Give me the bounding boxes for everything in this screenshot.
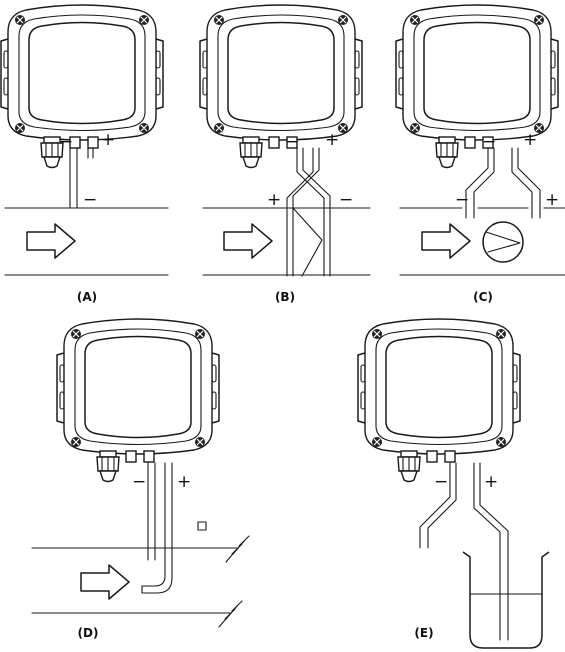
- small-square-marker: [197, 521, 207, 531]
- break-mark-top-2: [225, 543, 243, 563]
- port-plus-label: +: [523, 130, 537, 150]
- panel-b: − + + − (B): [199, 4, 371, 304]
- break-mark-bottom-2: [218, 608, 236, 628]
- port-plus-label: +: [484, 472, 498, 492]
- probe-tube-plus-stub: [87, 147, 94, 159]
- port-minus-label: −: [482, 132, 496, 152]
- tube-plus-b: [292, 147, 320, 277]
- pressure-minus-label: −: [339, 190, 353, 210]
- panel-d: − + (D): [31, 318, 250, 640]
- caption-a: (A): [77, 290, 97, 304]
- port-minus-label: −: [434, 472, 448, 492]
- pressure-minus-label: −: [83, 190, 97, 210]
- caption-d: (D): [78, 626, 99, 640]
- panel-e: − + (E): [357, 318, 550, 649]
- pressure-plus-label: +: [545, 190, 559, 210]
- liquid-container: [462, 551, 550, 649]
- caption-b: (B): [275, 290, 295, 304]
- caption-c: (C): [473, 290, 493, 304]
- pressure-minus-label: −: [455, 190, 469, 210]
- tube-plus-bent-b: [141, 462, 173, 594]
- airflow-arrow: [421, 223, 471, 259]
- caption-e: (E): [414, 626, 433, 640]
- tube-minus-b: [302, 147, 331, 277]
- tube-plus-b: [517, 147, 541, 219]
- port-plus-label: +: [177, 472, 191, 492]
- tube-minus-a: [465, 147, 489, 219]
- tube-plus-bent-a: [141, 462, 166, 587]
- probe-tube-minus: [69, 147, 78, 209]
- tube-plus-a: [286, 147, 314, 277]
- panel-c: − + − + (C): [395, 4, 565, 304]
- tube-plus-a: [473, 462, 501, 641]
- panel-a: − + − (A): [0, 4, 169, 304]
- port-minus-label: −: [285, 132, 299, 152]
- airflow-arrow: [80, 564, 130, 600]
- tube-minus-b: [473, 147, 495, 219]
- tube-minus-a: [419, 462, 451, 549]
- pressure-plus-label: +: [267, 190, 281, 210]
- tube-plus-a: [511, 147, 533, 219]
- port-plus-label: +: [325, 130, 339, 150]
- tube-plus-b: [479, 462, 509, 641]
- tube-minus-b: [427, 462, 457, 549]
- airflow-arrow: [26, 223, 76, 259]
- airflow-arrow: [223, 223, 273, 259]
- tube-minus: [147, 462, 156, 561]
- port-minus-label: −: [59, 132, 73, 152]
- fan-symbol: [482, 221, 524, 263]
- tube-minus-a: [296, 147, 325, 277]
- port-plus-label: +: [101, 130, 115, 150]
- port-minus-label: −: [132, 472, 146, 492]
- filter-zigzag: [292, 207, 323, 277]
